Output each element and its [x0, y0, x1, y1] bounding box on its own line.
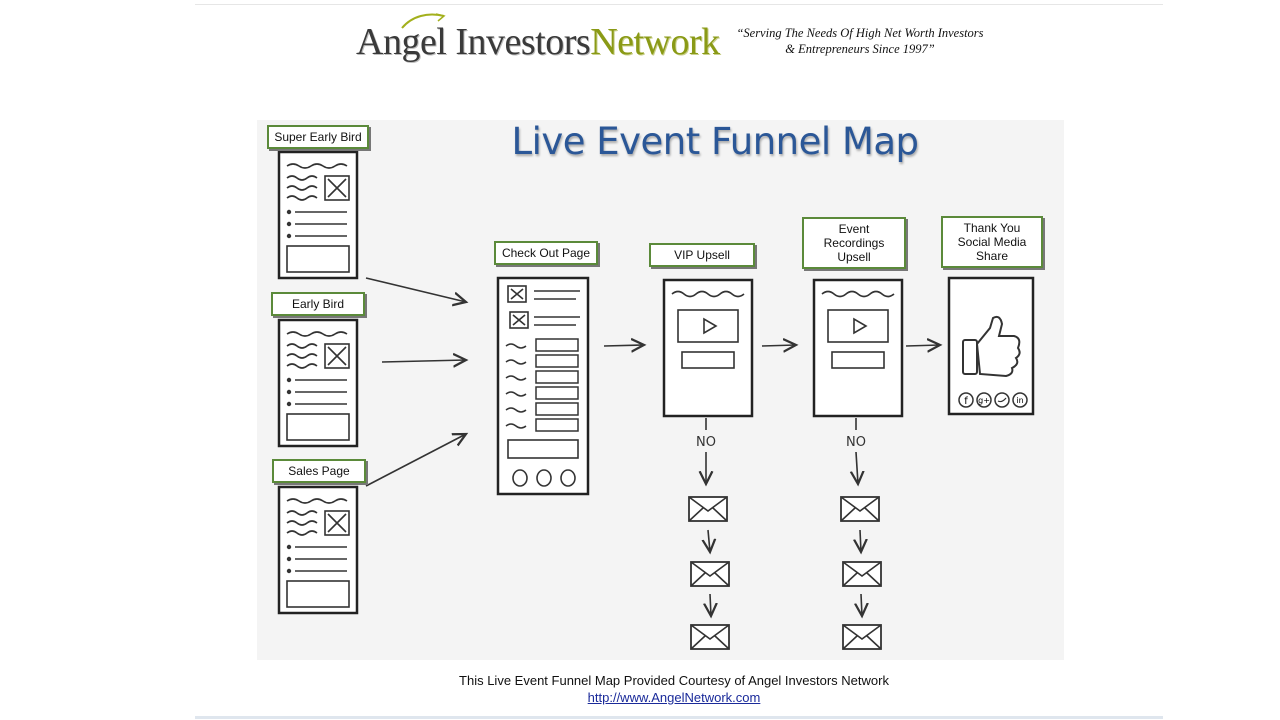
label-line: Event — [838, 222, 870, 236]
vip-email-3-icon — [690, 624, 730, 650]
logo-text-angel-investors: Angel Investors — [356, 21, 591, 63]
early-bird-page — [277, 318, 359, 448]
thumbs-up-icon — [962, 315, 1021, 378]
arrow-sales-to-checkout — [365, 434, 466, 487]
label-line: Share — [975, 249, 1009, 263]
checkout-page-sketch — [496, 276, 590, 496]
arrow-early-to-checkout — [381, 360, 466, 362]
recordings-upsell-sketch — [812, 278, 904, 418]
label-vip-upsell: VIP Upsell — [649, 243, 755, 267]
tagline: “Serving The Needs Of High Net Worth Inv… — [720, 25, 1000, 57]
vip-email-arrow-2 — [710, 593, 711, 616]
vip-no-label: NO — [696, 435, 716, 450]
recordings-email-1-icon — [840, 496, 880, 522]
angelnetwork-link[interactable]: http://www.AngelNetwork.com — [587, 690, 761, 705]
label-thank-you-share: Thank You Social Media Share — [941, 216, 1043, 268]
svg-text:g+: g+ — [978, 396, 990, 405]
company-logo: Angel InvestorsNetwork — [356, 20, 720, 68]
twitter-icon — [994, 392, 1010, 408]
google-plus-icon — [976, 392, 992, 408]
recordings-email-3-icon — [842, 624, 882, 650]
arrow-checkout-to-vip — [603, 345, 644, 346]
svg-text:f: f — [964, 396, 968, 407]
diagram-panel — [257, 120, 1064, 660]
svg-text:in: in — [1016, 396, 1023, 405]
vip-email-arrow-1 — [708, 529, 710, 552]
footer-link-wrap: http://www.AngelNetwork.com — [380, 690, 968, 705]
top-divider — [195, 4, 1163, 5]
arrow-recordings-to-thankyou — [905, 345, 940, 346]
label-line: Social Media — [957, 235, 1027, 249]
recordings-email-arrow-2 — [861, 593, 862, 616]
recordings-no-label: NO — [846, 435, 866, 450]
vip-email-2-icon — [690, 561, 730, 587]
label-early-bird: Early Bird — [271, 292, 365, 316]
label-super-early-bird: Super Early Bird — [267, 125, 369, 149]
thank-you-page-sketch: f g+ in — [947, 276, 1035, 416]
footer-caption: This Live Event Funnel Map Provided Cour… — [459, 673, 889, 688]
sales-page-sketch — [277, 485, 359, 615]
logo-swoosh-icon — [401, 13, 446, 29]
vip-upsell-sketch — [662, 278, 754, 418]
logo-text-network: Network — [590, 21, 720, 63]
label-event-recordings-upsell: Event Recordings Upsell — [802, 217, 906, 269]
tagline-line-1: “Serving The Needs Of High Net Worth Inv… — [736, 26, 984, 40]
label-line: Recordings — [823, 236, 885, 250]
recordings-email-arrow-1 — [860, 529, 861, 552]
diagram-title: Live Event Funnel Map — [511, 120, 919, 163]
vip-email-1-icon — [688, 496, 728, 522]
recordings-no-arrow — [856, 451, 858, 484]
arrow-super-early-to-checkout — [365, 277, 466, 302]
label-check-out-page: Check Out Page — [494, 241, 598, 265]
linkedin-icon — [1012, 392, 1028, 408]
recordings-email-2-icon — [842, 561, 882, 587]
label-line: Upsell — [837, 250, 871, 264]
label-sales-page: Sales Page — [272, 459, 366, 483]
bottom-divider — [195, 716, 1163, 719]
facebook-icon — [958, 392, 974, 408]
label-line: Thank You — [963, 221, 1021, 235]
super-early-bird-page — [277, 150, 359, 280]
tagline-line-2: & Entrepreneurs Since 1997” — [785, 42, 935, 56]
arrow-vip-to-recordings — [761, 345, 796, 346]
